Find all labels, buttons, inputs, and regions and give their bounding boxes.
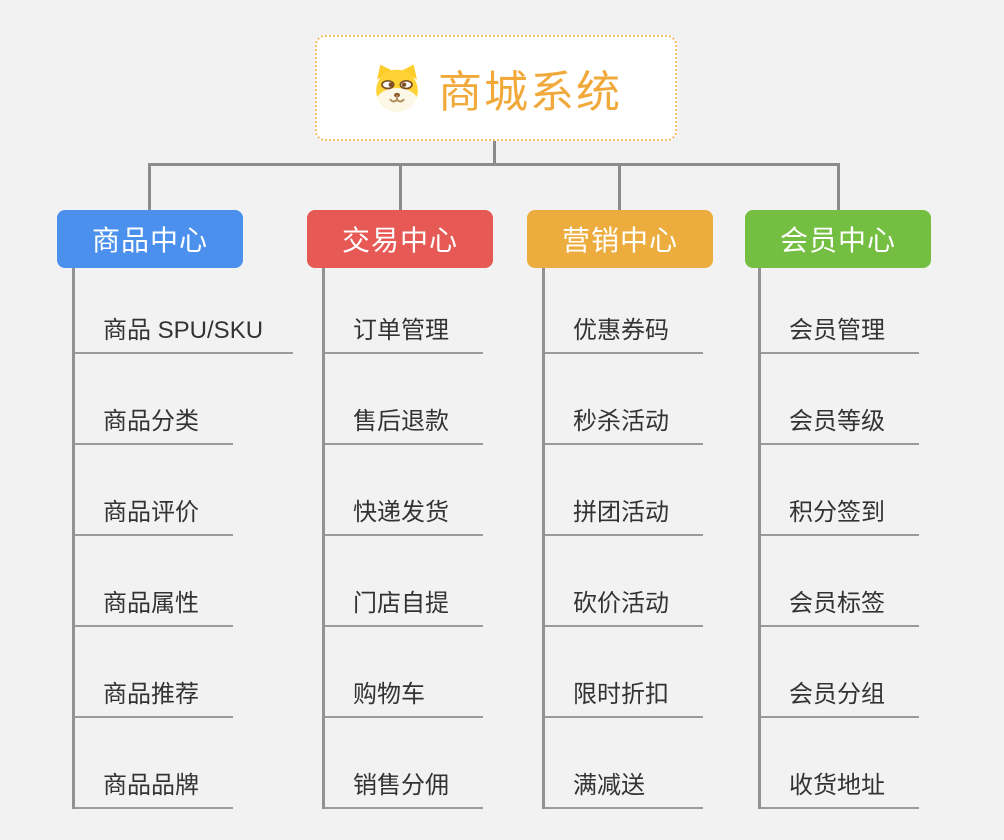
branch-marketing-center[interactable]: 营销中心 <box>527 210 713 268</box>
leaf-node[interactable]: 销售分佣 <box>325 771 483 809</box>
leaf-node[interactable]: 商品品牌 <box>75 771 233 809</box>
leaf-node[interactable]: 会员管理 <box>761 316 919 354</box>
leaf-node[interactable]: 砍价活动 <box>545 589 703 627</box>
connector-drop-member <box>837 163 840 210</box>
connector-drop-trade <box>399 163 402 210</box>
leaf-node[interactable]: 会员标签 <box>761 589 919 627</box>
branch-member-center[interactable]: 会员中心 <box>745 210 931 268</box>
leaf-node[interactable]: 门店自提 <box>325 589 483 627</box>
root-topic[interactable]: 商城系统 <box>315 35 677 141</box>
dog-face-icon <box>370 63 424 113</box>
branch-product-center[interactable]: 商品中心 <box>57 210 243 268</box>
leaf-node[interactable]: 订单管理 <box>325 316 483 354</box>
leaf-node[interactable]: 秒杀活动 <box>545 407 703 445</box>
leaf-node[interactable]: 售后退款 <box>325 407 483 445</box>
leaf-node[interactable]: 购物车 <box>325 680 483 718</box>
leaf-node[interactable]: 满减送 <box>545 771 703 809</box>
connector-drop-product <box>148 163 151 210</box>
connector-horizontal-bar <box>148 163 840 166</box>
root-topic-title: 商城系统 <box>438 68 622 117</box>
branch-trade-center[interactable]: 交易中心 <box>307 210 493 268</box>
connector-root-trunk <box>493 141 496 166</box>
branch-member-children: 会员管理 会员等级 积分签到 会员标签 会员分组 收货地址 <box>758 268 919 809</box>
leaf-node[interactable]: 会员分组 <box>761 680 919 718</box>
leaf-node[interactable]: 商品属性 <box>75 589 233 627</box>
leaf-node[interactable]: 会员等级 <box>761 407 919 445</box>
leaf-node[interactable]: 商品推荐 <box>75 680 233 718</box>
leaf-node[interactable]: 积分签到 <box>761 498 919 536</box>
leaf-node[interactable]: 收货地址 <box>761 771 919 809</box>
leaf-node[interactable]: 限时折扣 <box>545 680 703 718</box>
leaf-node[interactable]: 商品分类 <box>75 407 233 445</box>
branch-product-children: 商品 SPU/SKU 商品分类 商品评价 商品属性 商品推荐 商品品牌 <box>72 268 294 809</box>
leaf-node[interactable]: 商品评价 <box>75 498 233 536</box>
leaf-node[interactable]: 优惠券码 <box>545 316 703 354</box>
leaf-node[interactable]: 拼团活动 <box>545 498 703 536</box>
branch-trade-children: 订单管理 售后退款 快递发货 门店自提 购物车 销售分佣 <box>322 268 483 809</box>
leaf-node[interactable]: 快递发货 <box>325 498 483 536</box>
branch-marketing-children: 优惠券码 秒杀活动 拼团活动 砍价活动 限时折扣 满减送 <box>542 268 703 809</box>
leaf-node[interactable]: 商品 SPU/SKU <box>75 316 294 354</box>
connector-drop-marketing <box>618 163 621 210</box>
